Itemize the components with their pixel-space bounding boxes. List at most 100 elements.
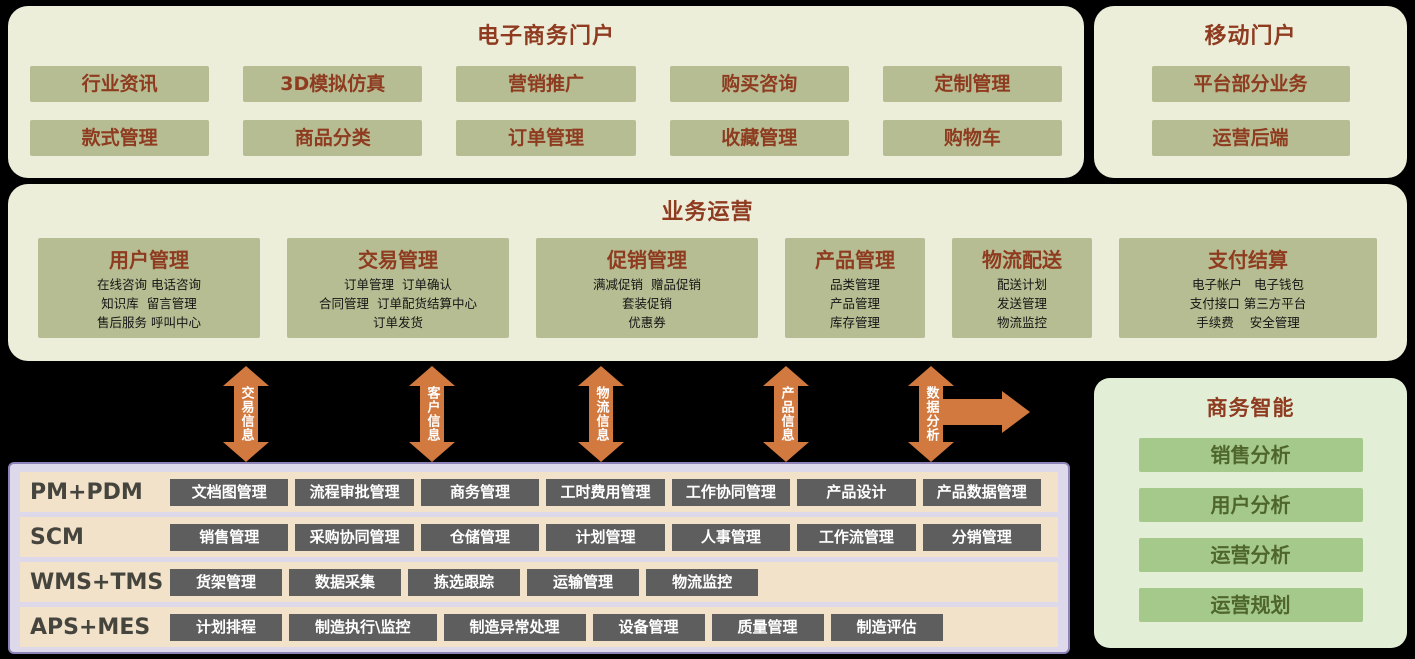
node-style-mgmt: 款式管理 [30,120,210,156]
bi-node-user-analysis: 用户分析 [1138,488,1363,522]
mobile-portal-title: 移动门户 [1204,24,1297,49]
system-node: 分销管理 [922,523,1041,551]
systems-row-scm: SCM 销售管理 采购协同管理 仓储管理 计划管理 人事管理 工作流管理 分销管… [20,517,1058,557]
ops-line: 优惠券 [628,314,666,330]
arrow-label: 数据分析 [923,386,939,442]
system-node: 销售管理 [170,523,289,551]
ops-line: 支付接口 第三方平台 [1189,295,1307,311]
bi-node-sales-analysis: 销售分析 [1138,438,1363,472]
system-node: 工作协同管理 [671,478,791,506]
node-industry-news: 行业资讯 [30,66,210,102]
business-operations-columns: 用户管理 在线咨询 电话咨询 知识库 留言管理 售后服务 呼叫中心 交易管理 订… [8,238,1407,339]
node-3d-simulation: 3D模拟仿真 [243,66,423,102]
ops-line: 合同管理 订单配货结算中心 [319,295,477,311]
arrow-down-tip [908,442,954,462]
system-node: 采购协同管理 [295,523,414,551]
arrow-up-tip [223,366,269,386]
business-intelligence-title: 商务智能 [1206,396,1295,420]
ops-line: 配送计划 [996,277,1047,292]
ops-column-title: 支付结算 [1208,248,1288,272]
system-node: 计划管理 [546,523,665,551]
node-marketing-promotion: 营销推广 [456,66,636,102]
ops-column-title: 用户管理 [109,248,189,272]
arrow-down-tip [763,442,809,462]
mobile-portal-panel: 移动门户 平台部分业务 运营后端 [1094,6,1407,178]
ops-column-logistics: 物流配送 配送计划 发送管理 物流监控 [952,238,1092,339]
system-node: 工作流管理 [797,523,916,551]
system-node: 拣选跟踪 [408,568,521,596]
ecommerce-portal-title: 电子商务门户 [476,24,615,49]
systems-row-label: SCM [30,524,84,550]
system-node: 货架管理 [170,568,283,596]
ops-column-promotion-mgmt: 促销管理 满减促销 赠品促销 套装促销 优惠券 [536,238,758,339]
ops-column-title: 产品管理 [815,248,895,272]
ops-line: 订单管理 订单确认 [344,277,452,292]
arrow-label: 交易信息 [238,386,254,442]
ops-line: 套装促销 [621,295,672,311]
business-operations-title: 业务运营 [661,200,754,225]
bi-node-operation-analysis: 运营分析 [1138,538,1363,572]
system-node: 设备管理 [592,613,705,641]
system-node: 文档图管理 [170,478,289,506]
system-node: 产品设计 [797,478,916,506]
arrow-shaft: 产品信息 [774,386,798,442]
system-node: 制造执行\监控 [289,613,437,641]
ops-column-user-mgmt: 用户管理 在线咨询 电话咨询 知识库 留言管理 售后服务 呼叫中心 [38,238,260,339]
ops-column-payment-settlement: 支付结算 电子帐户 电子钱包 支付接口 第三方平台 手续费 安全管理 [1119,238,1377,339]
system-node: 运输管理 [527,568,640,596]
ops-line: 满减促销 赠品促销 [593,277,701,292]
arrow-label: 物流信息 [593,386,609,442]
arrow-shaft: 客户信息 [420,386,444,442]
ecommerce-portal-panel: 电子商务门户 行业资讯 3D模拟仿真 营销推广 购买咨询 定制管理 款式管理 商… [8,6,1084,178]
ops-line: 物流监控 [996,314,1047,330]
arrow-product-info: 产品信息 [763,366,809,462]
node-shopping-cart: 购物车 [882,120,1063,156]
ops-column-title: 促销管理 [607,248,687,272]
arrow-data-analysis: 数据分析 [908,366,954,462]
system-node: 产品数据管理 [922,478,1041,506]
ops-line: 售后服务 呼叫中心 [97,314,201,330]
system-node: 工时费用管理 [546,478,665,506]
ops-line: 在线咨询 电话咨询 [97,277,201,292]
arrow-customer-info: 客户信息 [409,366,455,462]
node-product-category: 商品分类 [243,120,423,156]
ops-column-title: 物流配送 [982,248,1062,272]
ops-line: 发送管理 [996,295,1047,311]
arrow-shaft: 物流信息 [589,386,613,442]
ops-line: 手续费 安全管理 [1196,314,1300,330]
bi-node-operation-planning: 运营规划 [1138,588,1363,622]
arrow-down-tip [223,442,269,462]
node-favorites-mgmt: 收藏管理 [669,120,849,156]
ops-column-product-mgmt: 产品管理 品类管理 产品管理 库存管理 [785,238,925,339]
arrow-up-tip [908,366,954,386]
ops-line: 品类管理 [829,277,880,292]
arrow-logistics-info: 物流信息 [578,366,624,462]
arrow-up-tip [578,366,624,386]
ecommerce-row-2: 款式管理 商品分类 订单管理 收藏管理 购物车 [30,120,1063,156]
system-node: 商务管理 [420,478,540,506]
ops-line: 库存管理 [829,314,880,330]
node-platform-business: 平台部分业务 [1151,66,1350,102]
ops-line: 电子帐户 电子钱包 [1192,277,1304,292]
arrow-up-tip [409,366,455,386]
ops-line: 产品管理 [829,295,880,311]
system-node: 流程审批管理 [295,478,414,506]
systems-row-pm-pdm: PM+PDM 文档图管理 流程审批管理 商务管理 工时费用管理 工作协同管理 产… [20,472,1058,512]
systems-row-label: APS+MES [30,614,151,640]
ops-line: 订单发货 [372,314,423,330]
system-node: 仓储管理 [420,523,540,551]
systems-row-label: WMS+TMS [30,569,164,595]
system-node: 数据采集 [289,568,402,596]
ops-column-title: 交易管理 [358,248,438,272]
system-node: 质量管理 [711,613,824,641]
system-node: 制造异常处理 [443,613,586,641]
arrow-up-tip [763,366,809,386]
business-intelligence-panel: 商务智能 销售分析 用户分析 运营分析 运营规划 [1094,378,1407,648]
business-operations-panel: 业务运营 用户管理 在线咨询 电话咨询 知识库 留言管理 售后服务 呼叫中心 交… [8,184,1407,361]
node-order-mgmt: 订单管理 [456,120,636,156]
arrow-right-tip [1002,391,1030,433]
node-operation-backend: 运营后端 [1151,120,1350,156]
systems-row-wms-tms: WMS+TMS 货架管理 数据采集 拣选跟踪 运输管理 物流监控 [20,562,1058,602]
ops-column-trade-mgmt: 交易管理 订单管理 订单确认 合同管理 订单配货结算中心 订单发货 [287,238,509,339]
arrow-label: 客户信息 [424,386,440,442]
